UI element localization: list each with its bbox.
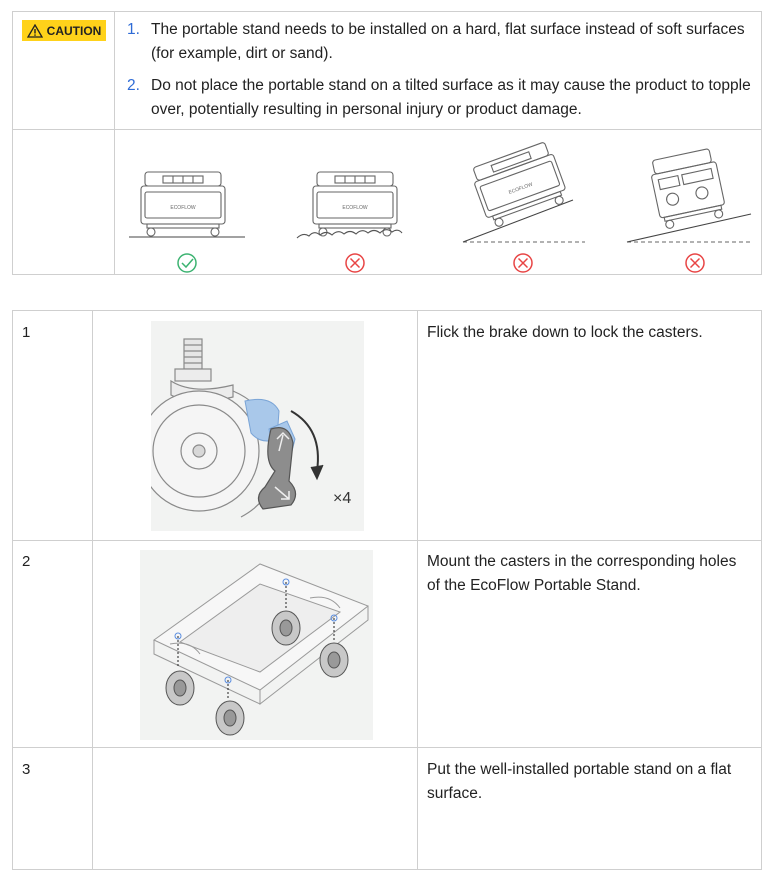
step-number: 2: [22, 553, 31, 570]
caster-brake-illustration: ×4: [151, 321, 364, 531]
caution-item-number: 1.: [127, 21, 140, 38]
column-divider: [92, 311, 93, 869]
caution-divider: [13, 129, 761, 130]
surface-illustrations: ECOFLOW ECOFLOW: [115, 130, 761, 274]
power-station-tilted-side-view: [626, 148, 752, 243]
cross-circle-icon: [685, 253, 705, 273]
stand-caster-mount-illustration: [140, 550, 373, 740]
caution-label-cell: CAUTION: [13, 12, 115, 129]
step-description: Flick the brake down to lock the casters…: [427, 324, 703, 341]
cross-circle-icon: [345, 253, 365, 273]
caster: [215, 676, 245, 736]
column-divider: [417, 311, 418, 869]
steps-table: 1 ×4 Flick the brake do: [12, 310, 762, 870]
caster: [271, 578, 301, 646]
row-divider: [13, 747, 761, 748]
step-description: Mount the casters in the corresponding h…: [427, 553, 737, 594]
warning-triangle-icon: [26, 23, 43, 38]
caution-text-cell: 1. The portable stand needs to be instal…: [115, 12, 761, 129]
step-number: 3: [22, 761, 31, 778]
row-divider: [13, 540, 761, 541]
caution-item-text: Do not place the portable stand on a til…: [151, 77, 751, 118]
caster: [165, 632, 195, 706]
power-station-flat-surface: ECOFLOW: [129, 171, 245, 238]
step-number: 1: [22, 324, 31, 341]
caution-badge-label: CAUTION: [46, 23, 102, 38]
power-station-soft-surface: ECOFLOW: [296, 171, 403, 239]
quantity-multiplier: ×4: [333, 490, 351, 507]
product-logo: ECOFLOW: [342, 205, 368, 211]
caster: [319, 614, 349, 678]
step-description: Put the well-installed portable stand on…: [427, 761, 732, 802]
caution-item: 2. Do not place the portable stand on a …: [127, 74, 751, 122]
caution-table: CAUTION 1. The portable stand needs to b…: [12, 11, 762, 275]
cross-circle-icon: [513, 253, 533, 273]
caution-item: 1. The portable stand needs to be instal…: [127, 18, 751, 66]
caution-item-text: The portable stand needs to be installed…: [151, 21, 745, 62]
power-station-tilted-surface: ECOFLOW: [462, 142, 585, 243]
check-circle-icon: [177, 253, 197, 273]
caution-badge: CAUTION: [22, 20, 106, 41]
product-logo: ECOFLOW: [170, 205, 196, 211]
illustration-label-cell: [13, 129, 115, 274]
caution-item-number: 2.: [127, 77, 140, 94]
product-logo: ECOFLOW: [508, 181, 534, 195]
